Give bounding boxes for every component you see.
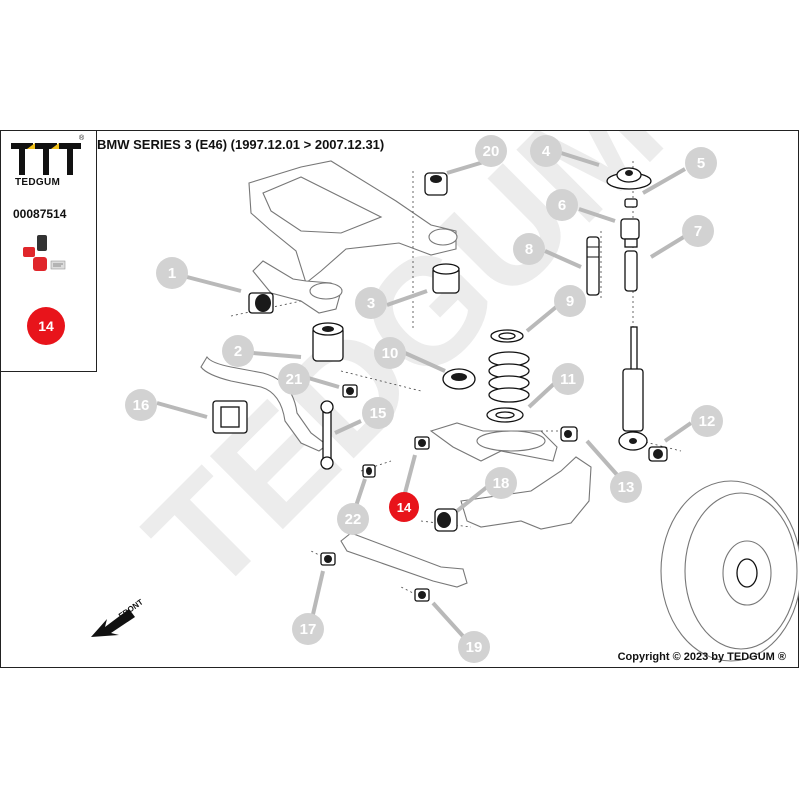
front-direction-arrow: FRONT [91, 597, 145, 637]
callout-20: 20 [475, 135, 507, 167]
part-19-bushing [414, 588, 430, 602]
svg-text:18: 18 [493, 475, 510, 492]
callout-18: 18 [485, 467, 517, 499]
svg-text:1: 1 [168, 265, 176, 282]
part-16-bracket [212, 400, 248, 434]
callout-13: 13 [610, 471, 642, 503]
part-14-bushing [414, 436, 430, 450]
callout-4: 4 [530, 135, 562, 167]
svg-text:21: 21 [286, 371, 303, 388]
coil-spring [488, 351, 530, 403]
callout-21: 21 [278, 363, 310, 395]
highlighted-part-badge: 14 [27, 307, 65, 345]
part-18-bushing [434, 508, 458, 532]
part-4-strut-mount [606, 167, 652, 190]
registered-mark: ® [79, 135, 85, 142]
callout-leaders [156, 151, 693, 647]
callout-12: 12 [691, 405, 723, 437]
svg-text:9: 9 [566, 293, 574, 310]
svg-text:15: 15 [370, 405, 387, 422]
callout-9: 9 [554, 285, 586, 317]
svg-text:13: 13 [618, 479, 635, 496]
part-8-dust-boot [586, 236, 600, 296]
svg-text:12: 12 [699, 413, 716, 430]
shock-absorber [618, 326, 648, 451]
part-12-bushing [648, 446, 668, 462]
diagram-title: BMW SERIES 3 (E46) (1997.12.01 > 2007.12… [97, 137, 385, 152]
svg-text:19: 19 [466, 639, 483, 656]
callout-16: 16 [125, 389, 157, 421]
callout-8: 8 [513, 233, 545, 265]
part-7-dust-boot [624, 250, 638, 292]
product-sidebar: ® TEDGUM 00087514 14 [1, 131, 97, 372]
svg-text:10: 10 [382, 345, 399, 362]
svg-text:6: 6 [558, 197, 566, 214]
callout-15: 15 [362, 397, 394, 429]
part-15-link [320, 400, 334, 470]
callout-7: 7 [682, 215, 714, 247]
part-3-bushing [432, 263, 460, 294]
part-10-bearing [442, 368, 476, 390]
logo-text: TEDGUM [15, 177, 61, 188]
part-6-bump-stop [620, 218, 640, 248]
part-9-spring-pad [490, 329, 524, 343]
callout-11: 11 [552, 363, 584, 395]
svg-text:4: 4 [542, 143, 551, 160]
part-21-bushing [342, 384, 358, 398]
tedgum-logo-icon [11, 143, 81, 175]
part-1-bushing [248, 292, 274, 314]
callout-5: 5 [685, 147, 717, 179]
svg-text:2: 2 [234, 343, 242, 360]
callout-17: 17 [292, 613, 324, 645]
part-20-bushing [424, 172, 448, 196]
callout-19: 19 [458, 631, 490, 663]
upper-control-arm-outline [248, 160, 458, 314]
svg-text:16: 16 [133, 397, 150, 414]
watermark-text: TEDGUM [115, 131, 693, 624]
part-5-washer [624, 198, 638, 208]
svg-text:11: 11 [560, 371, 576, 388]
svg-text:20: 20 [483, 143, 500, 160]
part-17-bushing [320, 552, 336, 566]
callout-14-highlight[interactable]: 14 [389, 492, 419, 522]
product-thumbnail-icon [23, 235, 66, 271]
svg-text:8: 8 [525, 241, 533, 258]
svg-text:3: 3 [367, 295, 375, 312]
callout-10: 10 [374, 337, 406, 369]
diagram-frame: TEDGUM [0, 130, 799, 668]
part-2-bushing [312, 322, 344, 362]
svg-text:5: 5 [697, 155, 705, 172]
suspension-exploded-diagram: TEDGUM [91, 131, 799, 663]
svg-text:17: 17 [300, 621, 317, 638]
part-22-bushing [362, 464, 376, 478]
svg-text:7: 7 [694, 223, 702, 240]
part-11-spring-pad [486, 407, 524, 423]
callout-1: 1 [156, 257, 188, 289]
svg-text:22: 22 [345, 511, 362, 528]
callout-6: 6 [546, 189, 578, 221]
callout-3: 3 [355, 287, 387, 319]
part-number: 00087514 [13, 207, 67, 221]
callout-2: 2 [222, 335, 254, 367]
svg-text:14: 14 [397, 500, 412, 515]
part-13-bushing [560, 426, 578, 442]
wheel-outline [660, 480, 799, 662]
copyright-notice: Copyright © 2023 by TEDGUM ® [617, 651, 786, 663]
callout-22: 22 [337, 503, 369, 535]
trailing-arm-outline [340, 422, 592, 588]
